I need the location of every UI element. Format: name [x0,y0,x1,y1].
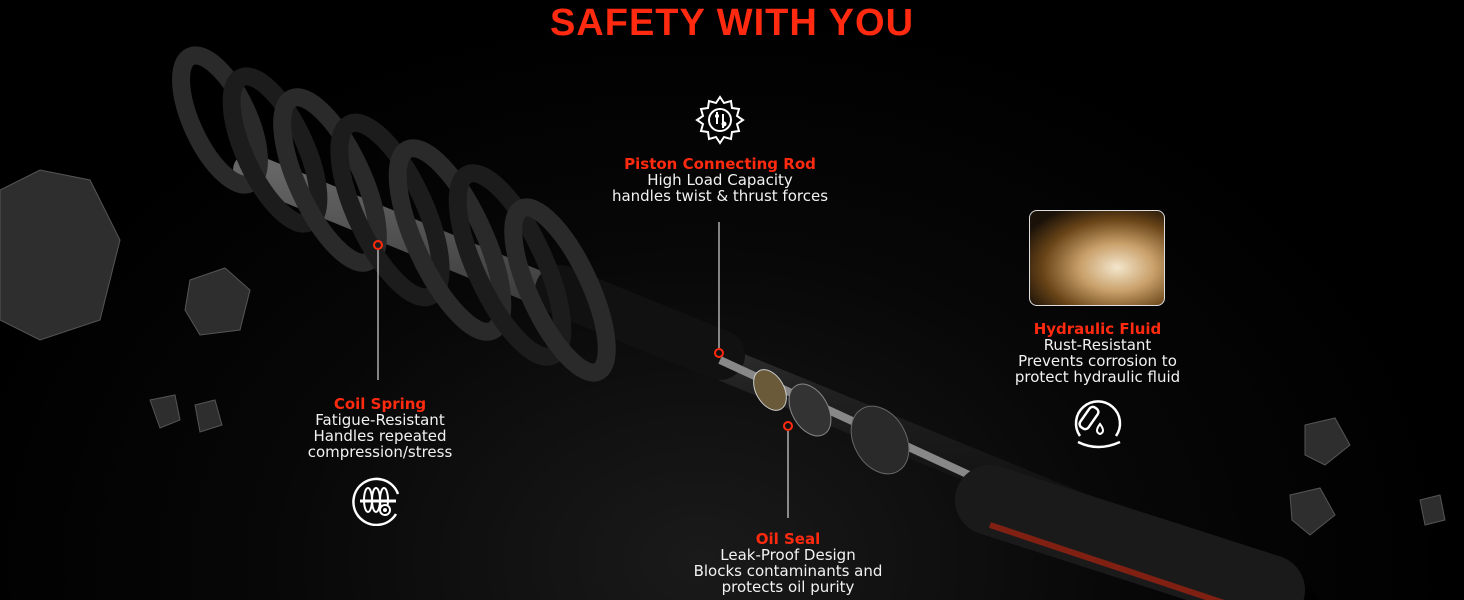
callout-text: Fatigue-Resistant [315,411,445,429]
callout-leaders [377,222,789,518]
callout-text: Prevents corrosion to [1018,352,1177,370]
callout-piston-rod: Piston Connecting Rod High Load Capacity… [560,156,880,204]
hydraulic-fluid-photo [1029,210,1165,306]
callout-hydraulic-fluid: Hydraulic Fluid Rust-Resistant Prevents … [960,321,1235,385]
callout-text: handles twist & thrust forces [611,187,829,205]
callout-heading: Piston Connecting Rod [624,155,816,173]
callout-coil-spring: Coil Spring Fatigue-Resistant Handles re… [260,396,500,460]
callout-text: High Load Capacity [647,171,793,189]
gear-icon [695,95,745,145]
callout-text: Blocks contaminants and [693,562,883,580]
callout-text: Leak-Proof Design [720,546,856,564]
callout-heading: Hydraulic Fluid [1033,320,1162,338]
callout-text: compression/stress [307,443,453,461]
callout-heading: Oil Seal [755,530,821,548]
coil-spring [172,46,616,382]
callout-markers [373,240,793,431]
callout-heading: Coil Spring [333,395,427,413]
oil-drop-hand-icon [1074,400,1122,449]
callout-oil-seal: Oil Seal Leak-Proof Design Blocks contam… [640,531,936,595]
rock-decoration [0,169,1446,536]
strut-body [233,153,1317,600]
callout-text: protects oil purity [721,578,855,596]
callout-text: Handles repeated [313,427,447,445]
coil-spring-icon [352,477,400,526]
page-title: SAFETY WITH YOU [549,2,915,44]
callout-text: protect hydraulic fluid [1014,368,1181,386]
callout-text: Rust-Resistant [1043,336,1152,354]
